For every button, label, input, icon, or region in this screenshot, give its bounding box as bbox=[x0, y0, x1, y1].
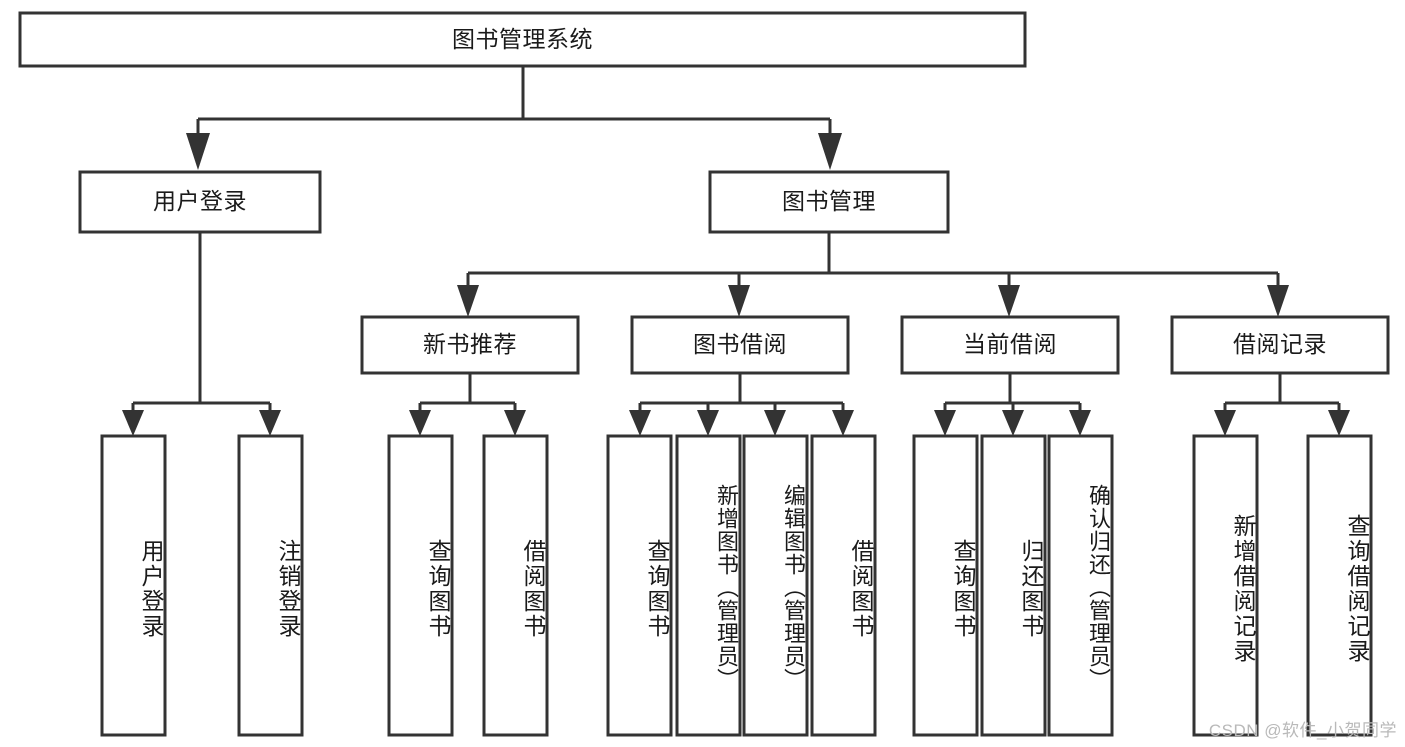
node-user-login-box[interactable] bbox=[78, 170, 322, 234]
arrow-head-book-borrow bbox=[728, 285, 750, 317]
arrow-head-bb-leaf-3 bbox=[764, 410, 786, 436]
arrow-head-cb-leaf-1 bbox=[934, 410, 956, 436]
leaf-box-bb-query-book[interactable] bbox=[606, 434, 673, 737]
leaf-box-bb-borrow-book[interactable] bbox=[810, 434, 877, 737]
node-book-borrow-box[interactable] bbox=[630, 315, 850, 375]
arrow-head-book-manage bbox=[818, 133, 842, 170]
leaf-box-nb-query-book[interactable] bbox=[387, 434, 454, 737]
leaf-box-logout[interactable] bbox=[237, 434, 304, 737]
arrow-head-nb-leaf-2 bbox=[504, 410, 526, 436]
arrow-head-borrow-record bbox=[1267, 285, 1289, 317]
arrow-head-new-book bbox=[457, 285, 479, 317]
node-root-box[interactable] bbox=[18, 11, 1027, 68]
arrow-head-bb-leaf-4 bbox=[832, 410, 854, 436]
arrow-head-bb-leaf-2 bbox=[697, 410, 719, 436]
leaf-box-cb-return-book[interactable] bbox=[980, 434, 1047, 737]
arrow-head-leaf-user-login bbox=[122, 410, 144, 436]
arrow-head-cb-leaf-3 bbox=[1069, 410, 1091, 436]
leaf-box-cb-query-book[interactable] bbox=[912, 434, 979, 737]
node-book-manage-box[interactable] bbox=[708, 170, 950, 234]
leaf-box-bb-edit-book[interactable] bbox=[742, 434, 809, 737]
arrow-head-nb-leaf-1 bbox=[409, 410, 431, 436]
leaf-box-bb-add-book[interactable] bbox=[675, 434, 742, 737]
node-new-book-box[interactable] bbox=[360, 315, 580, 375]
watermark-text: CSDN @软件_小贺同学 bbox=[1208, 721, 1397, 740]
arrow-head-br-leaf-1 bbox=[1214, 410, 1236, 436]
arrow-head-br-leaf-2 bbox=[1328, 410, 1350, 436]
arrow-head-bb-leaf-1 bbox=[629, 410, 651, 436]
leaf-box-nb-borrow-book[interactable] bbox=[482, 434, 549, 737]
leaf-box-user-login[interactable] bbox=[100, 434, 167, 737]
arrow-head-current-borrow bbox=[998, 285, 1020, 317]
leaf-box-br-query-record[interactable] bbox=[1306, 434, 1373, 737]
node-current-borrow-box[interactable] bbox=[900, 315, 1120, 375]
leaf-box-br-add-record[interactable] bbox=[1192, 434, 1259, 737]
node-borrow-record-box[interactable] bbox=[1170, 315, 1390, 375]
arrow-head-user-login bbox=[186, 133, 210, 170]
arrow-head-cb-leaf-2 bbox=[1002, 410, 1024, 436]
arrow-head-leaf-logout bbox=[259, 410, 281, 436]
leaf-box-cb-confirm-return[interactable] bbox=[1047, 434, 1114, 737]
